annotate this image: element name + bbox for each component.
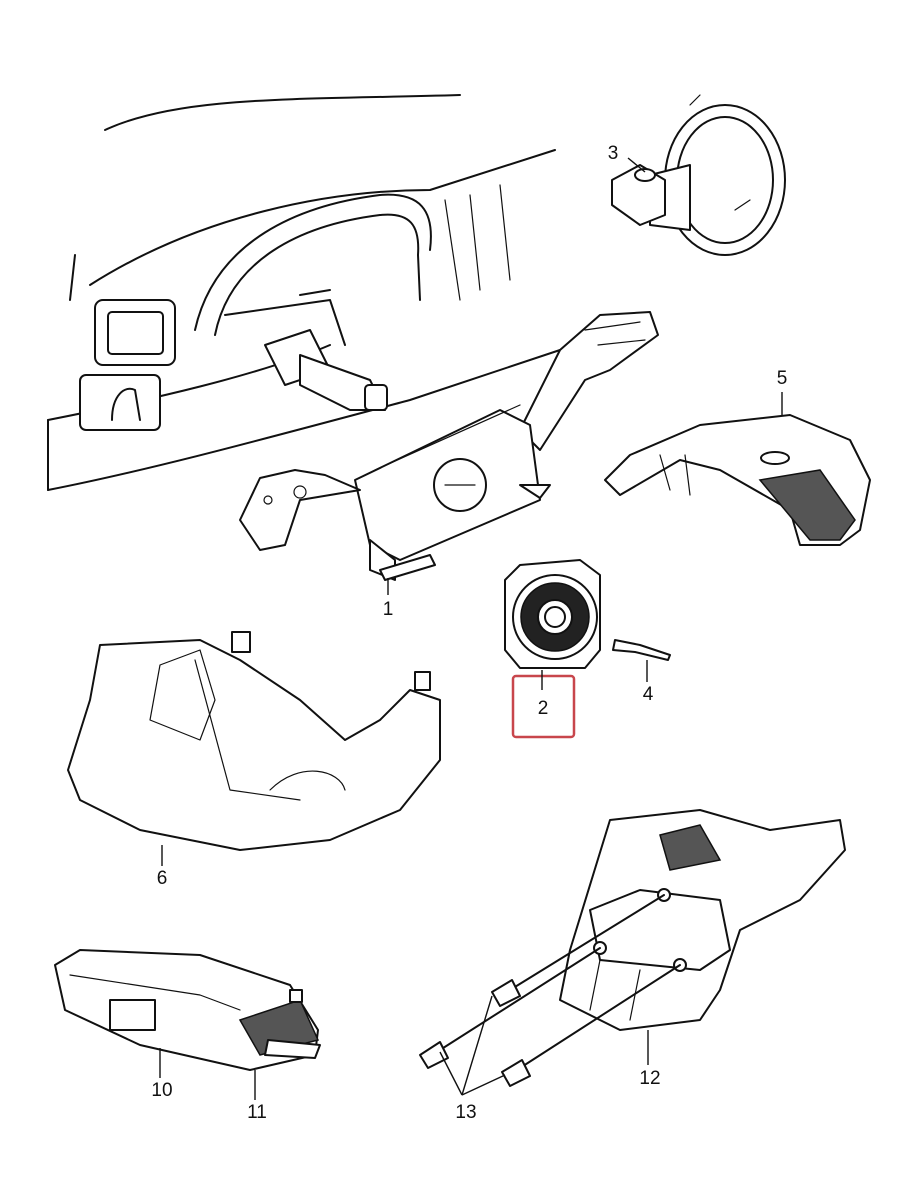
- part-2-clock-spring: [504, 559, 601, 669]
- label-10: 10: [151, 1080, 172, 1101]
- part-5-upper-trim: [604, 414, 871, 546]
- label-5: 5: [777, 368, 788, 389]
- part-4-tab: [612, 639, 671, 661]
- part-3-retaining-ring: [611, 94, 786, 256]
- label-3: 3: [608, 143, 619, 164]
- steering-shaft: [264, 329, 388, 411]
- label-4: 4: [643, 684, 654, 705]
- label-6: 6: [157, 868, 168, 889]
- leader-lines: [159, 157, 783, 1100]
- part-labels: 1 2 3 4 5 6 10 11 12 13: [151, 143, 787, 1123]
- dashboard-illustration: [47, 94, 561, 491]
- label-13: 13: [455, 1102, 476, 1123]
- part-13-screws: [419, 894, 681, 1087]
- label-1: 1: [383, 599, 394, 620]
- part-10-11-switch-housing: [54, 949, 321, 1071]
- label-12: 12: [639, 1068, 660, 1089]
- part-12-bracket: [559, 809, 846, 1031]
- highlight-box: [511, 674, 576, 739]
- part-6-lower-trim: [67, 631, 441, 851]
- part-1-combination-switch: [239, 311, 659, 581]
- label-2: 2: [538, 698, 549, 719]
- label-11: 11: [247, 1102, 267, 1123]
